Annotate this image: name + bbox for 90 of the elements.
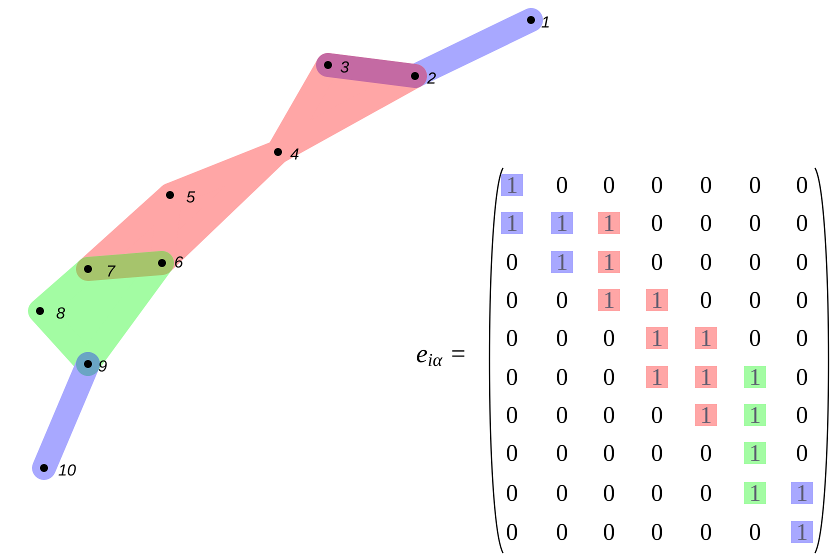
highlighted-entry: 1 [501,212,523,234]
highlighted-entry: 1 [744,442,766,464]
matrix-entry: 0 [604,406,614,424]
vertex-label: 10 [58,464,76,476]
matrix-entry: 0 [556,524,568,540]
vertex-dot [274,148,282,156]
matrix-entry: 0 [700,444,712,462]
matrix-entry: 0 [556,444,568,462]
vertex-label: 2 [427,72,436,84]
matrix-entry: 0 [604,484,614,502]
matrix-entry: 0 [556,292,568,308]
matrix-entry: 0 [796,292,808,308]
matrix-entry: 0 [652,214,662,232]
matrix-entry: 0 [700,484,712,502]
matrix-entry: 0 [700,176,712,194]
matrix-entry: 0 [506,484,518,502]
highlighted-entry: 1 [598,251,620,273]
vertex-dot [84,360,92,368]
highlighted-entry: 1 [791,482,813,504]
matrix-entry: 0 [604,176,614,194]
vertex-label: 1 [542,16,549,28]
matrix-entry: 0 [604,368,614,386]
vertex-label: 4 [290,148,298,160]
highlighted-entry: 1 [598,212,620,234]
matrix-entry: 0 [506,524,518,540]
matrix-entry: 0 [652,254,662,270]
highlighted-entry: 1 [646,366,668,388]
matrix-entry: 0 [796,368,808,386]
vertex-label: 7 [108,266,116,276]
vertex-dot [324,61,332,69]
matrix-entry: 0 [750,176,760,194]
matrix-entry: 0 [700,254,712,270]
highlighted-entry: 1 [501,174,523,196]
highlighted-entry: 1 [744,482,766,504]
vertex-label: 3 [340,61,349,73]
matrix-entry: 0 [796,176,808,194]
matrix-entry: 0 [796,214,808,232]
matrix-entry: 0 [796,444,808,462]
highlighted-entry: 1 [791,521,813,543]
matrix-entry: 0 [556,484,568,502]
matrix-entry: 0 [652,484,662,502]
matrix-entry: 0 [750,524,760,540]
matrix-entry: 0 [506,444,518,462]
highlighted-entry: 1 [695,366,717,388]
vertex-dot [527,16,535,24]
vertex-dot [166,191,174,199]
vertex-label: 8 [56,307,65,319]
matrix-entry: 0 [700,524,712,540]
matrix-entry: 0 [750,292,760,308]
matrix-entry: 0 [506,254,518,270]
matrix-entry: 0 [506,368,518,386]
highlighted-entry: 1 [646,289,668,311]
matrix-entry: 0 [750,214,760,232]
matrix-entry: 0 [796,406,808,424]
highlighted-entry: 1 [551,212,573,234]
matrix-entry: 0 [652,176,662,194]
matrix-entry: 0 [506,406,518,424]
matrix-entry: 0 [506,330,518,346]
matrix-entry: 0 [556,368,568,386]
vertex-dot [411,72,419,80]
matrix-entry: 0 [604,444,614,462]
vertex-label: 5 [186,191,196,203]
matrix-entry: 0 [796,254,808,270]
matrix-entry: 0 [652,406,662,424]
highlighted-entry: 1 [695,327,717,349]
vertex-label: 6 [175,256,184,268]
matrix-entry: 0 [556,330,568,346]
matrix-entry: 0 [796,330,808,346]
matrix-symbol: e$_{iα}$ = [416,350,464,366]
matrix-entry: 0 [556,406,568,424]
highlighted-entry: 1 [695,404,717,426]
vertex-dot [40,464,48,472]
highlighted-entry: 1 [598,289,620,311]
matrix-entry: 0 [700,214,712,232]
matrix-entry: 0 [750,330,760,346]
matrix-entry: 0 [750,254,760,270]
matrix-entry: 0 [506,292,518,308]
matrix-entry: 0 [604,524,614,540]
highlighted-entry: 1 [551,251,573,273]
matrix-entry: 0 [700,292,712,308]
highlighted-entry: 1 [646,327,668,349]
matrix-entry: 0 [556,176,568,194]
vertex-dot [84,265,92,273]
matrix-entry: 0 [604,330,614,346]
highlighted-entry: 1 [744,366,766,388]
matrix-entry: 0 [652,444,662,462]
matrix-entry: 0 [652,524,662,540]
highlighted-entry: 1 [744,404,766,426]
vertex-dot [36,307,44,315]
vertex-dot [158,259,166,267]
